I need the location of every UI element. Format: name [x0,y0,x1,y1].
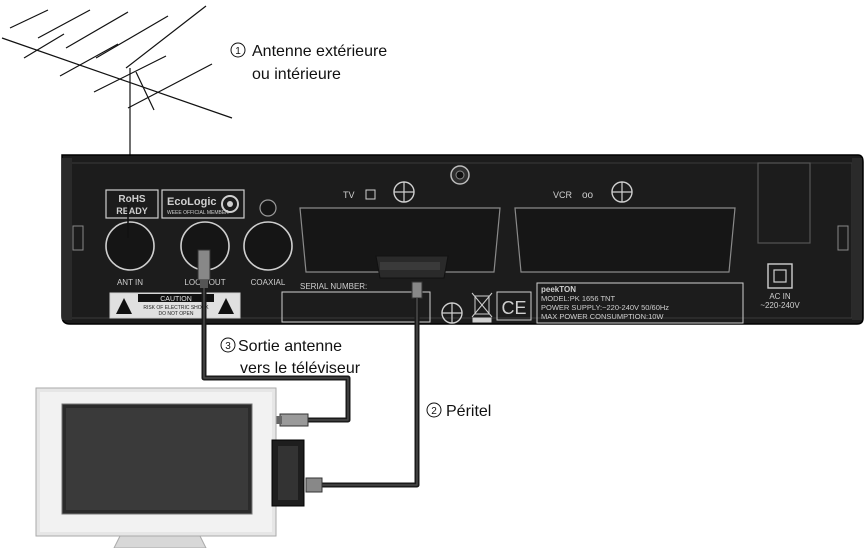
callout-text: vers le téléviseur [240,360,361,377]
svg-text:MODEL:PK 1656 TNT: MODEL:PK 1656 TNT [541,294,615,303]
svg-text:CE: CE [501,298,526,318]
callout-tv-out: 3 Sortie antenne vers le téléviseur [220,337,361,377]
callout-text: Sortie antenne [238,338,342,355]
scart-cable [305,255,449,493]
svg-text:COAXIAL: COAXIAL [251,278,286,287]
caution-label: CAUTION RISK OF ELECTRIC SHOCK DO NOT OP… [109,292,241,319]
rohs-logo: RoHS READY [105,189,159,219]
svg-text:ANT IN: ANT IN [117,278,143,287]
model-info-box: peekTON MODEL:PK 1656 TNT POWER SUPPLY:~… [536,282,744,324]
svg-text:peekTON: peekTON [541,285,576,294]
vcr-scart-port: VCR oo [514,181,736,273]
callout-text: Antenne extérieure [252,43,387,60]
svg-text:AC IN: AC IN [769,292,791,301]
tv-scart-port: TV [299,181,501,273]
svg-text:RISK OF ELECTRIC SHOCK: RISK OF ELECTRIC SHOCK [143,305,209,311]
callout-text: ou intérieure [252,66,341,83]
svg-text:TV: TV [343,190,355,200]
television [35,387,305,548]
serial-number-label: SERIAL NUMBER: [281,282,431,323]
svg-text:POWER SUPPLY:~220-240V 50/60Hz: POWER SUPPLY:~220-240V 50/60Hz [541,303,669,312]
weee-bin-icon [471,292,493,323]
svg-text:EcoLogic: EcoLogic [167,196,217,208]
svg-text:CAUTION: CAUTION [160,296,192,303]
svg-text:VCR: VCR [553,190,573,200]
callout-number: 1 [235,46,241,57]
callout-number: 3 [225,341,231,352]
svg-text:~220-240V: ~220-240V [760,301,800,310]
ground-screw-icon [441,302,463,324]
svg-text:WEEE OFFICIAL MEMBER: WEEE OFFICIAL MEMBER [167,210,229,216]
ce-mark: CE [496,291,532,321]
tape-icon: oo [582,190,594,201]
svg-text:READY: READY [116,206,148,216]
svg-text:SERIAL NUMBER:: SERIAL NUMBER: [300,282,367,291]
callout-text: Péritel [446,403,491,420]
svg-text:RoHS: RoHS [118,194,146,205]
svg-text:DO NOT OPEN: DO NOT OPEN [159,311,194,317]
ecologic-logo: EcoLogic WEEE OFFICIAL MEMBER [161,189,245,219]
callout-number: 2 [431,406,437,417]
callout-antenna: 1 Antenne extérieure ou intérieure [230,42,387,83]
callout-scart: 2 Péritel [426,402,491,420]
coaxial-port: COAXIAL [243,221,293,287]
ant-in-port: ANT IN [105,221,155,287]
coax-cable [197,249,351,427]
svg-text:MAX POWER CONSUMPTION:10W: MAX POWER CONSUMPTION:10W [541,312,664,321]
ac-in-port: AC IN ~220-240V [760,263,800,310]
